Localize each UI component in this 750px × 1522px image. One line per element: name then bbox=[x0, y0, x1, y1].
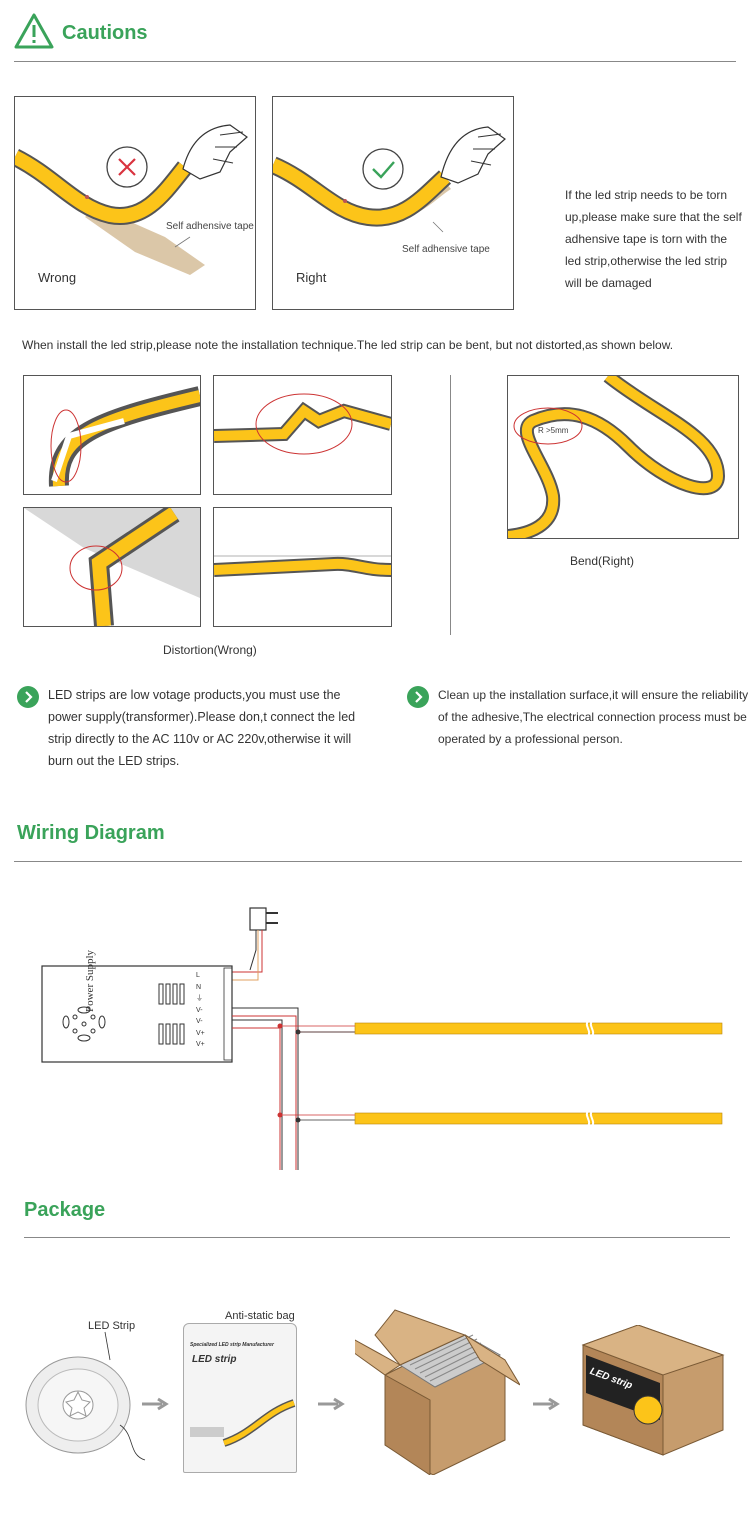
distortion-label: Distortion(Wrong) bbox=[163, 643, 257, 657]
bend-panel bbox=[507, 375, 739, 539]
tear-side-note: If the led strip needs to be torn up,ple… bbox=[565, 184, 745, 294]
bullet-line: strip directly to the AC 110v or AC 220v… bbox=[48, 732, 352, 746]
bag-brand: LED strip bbox=[192, 1354, 237, 1365]
cautions-title: Cautions bbox=[62, 22, 148, 44]
side-note-line: adhensive tape is torn with the bbox=[565, 232, 728, 246]
terminal-label: V+ bbox=[196, 1029, 205, 1037]
install-note: When install the led strip,please note t… bbox=[22, 338, 674, 352]
led-strip-label: LED Strip bbox=[88, 1320, 136, 1332]
caution-icon bbox=[14, 12, 54, 55]
bullet-line: of the adhesive,The electrical connectio… bbox=[438, 710, 747, 724]
distortion-panel-3 bbox=[23, 507, 201, 627]
bullet-text-left: LED strips are low votage products,you m… bbox=[48, 684, 355, 772]
arrow-bullet-icon bbox=[17, 686, 39, 708]
bullet-line: LED strips are low votage products,you m… bbox=[48, 688, 341, 702]
right-tape-label: Self adhensive tape bbox=[402, 244, 490, 255]
right-label: Right bbox=[296, 270, 327, 285]
side-note-line: will be damaged bbox=[565, 276, 652, 290]
bag-header: Specialized LED strip Manufacturer bbox=[190, 1342, 274, 1348]
terminal-label: L bbox=[196, 972, 200, 979]
side-note-line: If the led strip needs to be torn bbox=[565, 188, 728, 202]
led-reel-image bbox=[20, 1330, 150, 1475]
right-tear-panel bbox=[272, 96, 514, 310]
vertical-divider bbox=[450, 375, 451, 635]
bend-radius-label: R >5mm bbox=[538, 426, 569, 435]
terminal-label: V+ bbox=[196, 1041, 205, 1048]
wiring-divider bbox=[14, 861, 742, 862]
distortion-panel-2 bbox=[213, 375, 392, 495]
distortion-panel-4 bbox=[213, 507, 392, 627]
anti-static-label: Anti-static bag bbox=[225, 1310, 295, 1322]
bend-label: Bend(Right) bbox=[570, 554, 635, 568]
terminal-label: N bbox=[196, 983, 202, 991]
psu-label: Power Supply bbox=[84, 949, 96, 1012]
wrong-tear-panel bbox=[14, 96, 256, 310]
distortion-panel-1 bbox=[23, 375, 201, 495]
wiring-diagram bbox=[0, 880, 750, 1185]
bullet-line: operated by a professional person. bbox=[438, 732, 623, 746]
anti-static-bag: Specialized LED strip Manufacturer LED s… bbox=[183, 1323, 297, 1473]
wrong-tape-label: Self adhensive tape bbox=[166, 221, 254, 232]
wiring-title: Wiring Diagram bbox=[17, 822, 165, 844]
package-divider bbox=[24, 1237, 730, 1238]
closed-box-image bbox=[578, 1324, 728, 1470]
cautions-divider bbox=[14, 61, 736, 62]
side-note-line: led strip,otherwise the led strip bbox=[565, 254, 728, 268]
psu-terminals: L N ⏚ V- V- V+ V+ bbox=[196, 970, 212, 1051]
arrow-right-icon bbox=[533, 1397, 561, 1416]
bullet-line: burn out the LED strips. bbox=[48, 754, 180, 768]
arrow-right-icon bbox=[318, 1397, 346, 1416]
side-note-line: up,please make sure that the self bbox=[565, 210, 742, 224]
arrow-right-icon bbox=[142, 1397, 170, 1416]
bullet-line: Clean up the installation surface,it wil… bbox=[438, 688, 749, 702]
open-box-image bbox=[349, 1305, 521, 1480]
wrong-label: Wrong bbox=[38, 270, 77, 285]
bullet-text-right: Clean up the installation surface,it wil… bbox=[438, 684, 748, 750]
arrow-bullet-icon bbox=[407, 686, 429, 708]
terminal-label: V- bbox=[196, 1018, 203, 1025]
terminal-label: V- bbox=[196, 1006, 203, 1014]
package-title: Package bbox=[24, 1199, 106, 1221]
terminal-label: ⏚ bbox=[196, 995, 203, 1002]
bullet-line: power supply(transformer).Please don,t c… bbox=[48, 710, 356, 724]
